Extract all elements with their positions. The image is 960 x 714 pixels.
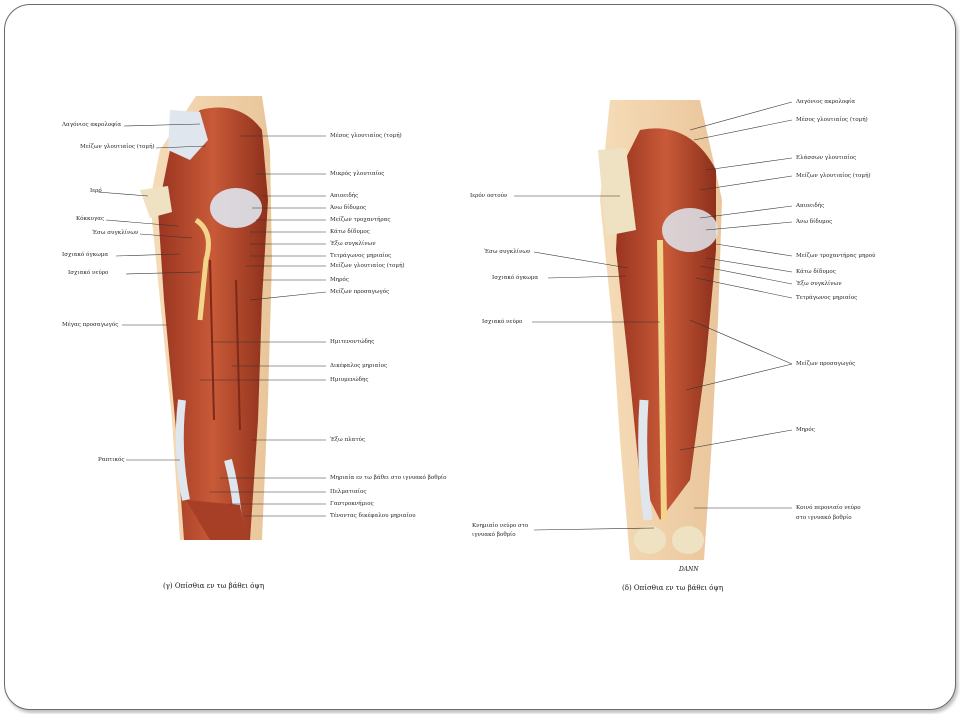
left-leader-lines [97, 123, 327, 517]
label-obturator-externus: Έξω συγκλίνων [330, 241, 376, 247]
right-figure-caption: (δ) Οπίσθια εν τω βάθει όψη [622, 584, 724, 592]
label-semitendinosus: Ημιτενοντώδης [330, 339, 375, 345]
label-gluteus-medius-cut: Μέσος γλουτιαίος (τομή) [330, 133, 402, 139]
label-iliac-crest: Λαγόνιος ακρολοφία [62, 122, 122, 128]
label-tibial-nerve-line2: ιγνυακό βοθρίο [472, 532, 516, 538]
right-thigh-illustration [598, 100, 722, 560]
label-tibial-nerve-line1: Κνημιαίο νεύρο στο [472, 523, 529, 529]
label-plantaris: Πελματιαίος [330, 489, 367, 495]
label-adductor-magnus-r: Μείζων προσαγωγός [796, 361, 856, 367]
label-obturator-externus-r: Έξω συγκλίνων [796, 281, 842, 287]
label-obturator-internus-r: Έσω συγκλίνων [484, 249, 531, 255]
label-common-peroneal-line1: Κοινό περονιαίο νεύρο [796, 505, 861, 511]
label-femur-r: Μηρός [796, 427, 815, 433]
label-sartorius: Ραπτικός [98, 457, 125, 463]
label-greater-trochanter-r: Μείζων τροχαντήρας μηρού [796, 253, 876, 259]
label-piriformis-r: Απιοειδής [796, 203, 825, 209]
label-superior-gemellus-r: Άνω δίδυμος [796, 219, 833, 225]
label-vastus-lateralis: Έξω πλατύς [330, 437, 366, 443]
label-gluteus-minimus: Μικρός γλουτιαίος [330, 171, 385, 177]
artist-signature: DANN [679, 566, 699, 573]
label-gluteus-minimus-r: Ελάσσων γλουτιαίος [796, 155, 857, 161]
label-greater-trochanter: Μείζων τροχαντήρας [330, 217, 391, 223]
label-sacrum: Ιερό [90, 188, 102, 194]
label-biceps-femoris: Δικέφαλος μηριαίος [330, 363, 388, 369]
label-femur: Μηρός [330, 277, 349, 283]
label-gluteus-medius-r: Μέσος γλουτιαίος (τομή) [796, 117, 868, 123]
label-gluteus-maximus-r: Μείζων γλουτιαίος (τομή) [796, 173, 871, 179]
label-gastrocnemius: Γαστροκνήμιος [330, 501, 374, 507]
label-sciatic-nerve-r: Ισχιακό νεύρο [482, 319, 523, 325]
label-gluteus-maximus-cut-2: Μείζων γλουτιαίος (τομή) [330, 263, 405, 269]
label-semimembranosus: Ημιυμενώδης [330, 377, 369, 383]
label-adductor-magnus: Μέγας προσαγωγός [62, 322, 119, 328]
label-quadratus-femoris: Τετράγωνος μηριαίος [330, 253, 392, 259]
label-sacrum-bone: Ιερόν οστούν [470, 193, 508, 199]
label-biceps-femoris-tendon: Τένοντας δικέφαλου μηριαίου [330, 513, 416, 519]
label-coccyx: Κόκκυγας [76, 216, 105, 222]
label-adductor-magnus-right: Μείζων προσαγωγός [330, 289, 390, 295]
slide-frame [4, 4, 956, 710]
label-common-peroneal-line2: στο ιγνυακό βοθρίο [796, 515, 852, 521]
label-popliteal-artery: Μηριαία εν τω βάθει στο ιγνυακό βοθρίο [330, 475, 447, 481]
left-figure-caption: (γ) Οπίσθια εν τω βάθει όψη [163, 582, 265, 590]
left-thigh-illustration [140, 96, 272, 540]
label-ischial-tuberosity-r: Ισχιακό όγκωμα [492, 275, 539, 281]
label-obturator-internus: Έσω συγκλίνων [92, 230, 139, 236]
label-quadratus-femoris-r: Τετράγωνος μηριαίος [796, 295, 858, 301]
label-inferior-gemellus: Κάτω δίδυμος [330, 229, 370, 235]
label-ischial-tuberosity: Ισχιακό όγκωμα [62, 252, 109, 258]
label-inferior-gemellus-r: Κάτω δίδυμος [796, 269, 836, 275]
label-iliac-crest-r: Λαγόνιος ακρολοφία [796, 99, 856, 105]
label-gluteus-maximus-cut: Μείζων γλουτιαίος (τομή) [80, 144, 155, 150]
label-piriformis: Απιοειδής [330, 193, 359, 199]
label-superior-gemellus: Άνω δίδυμος [330, 205, 367, 211]
right-leader-lines [514, 101, 793, 531]
label-sciatic-nerve: Ισχιακό νεύρο [68, 270, 109, 276]
